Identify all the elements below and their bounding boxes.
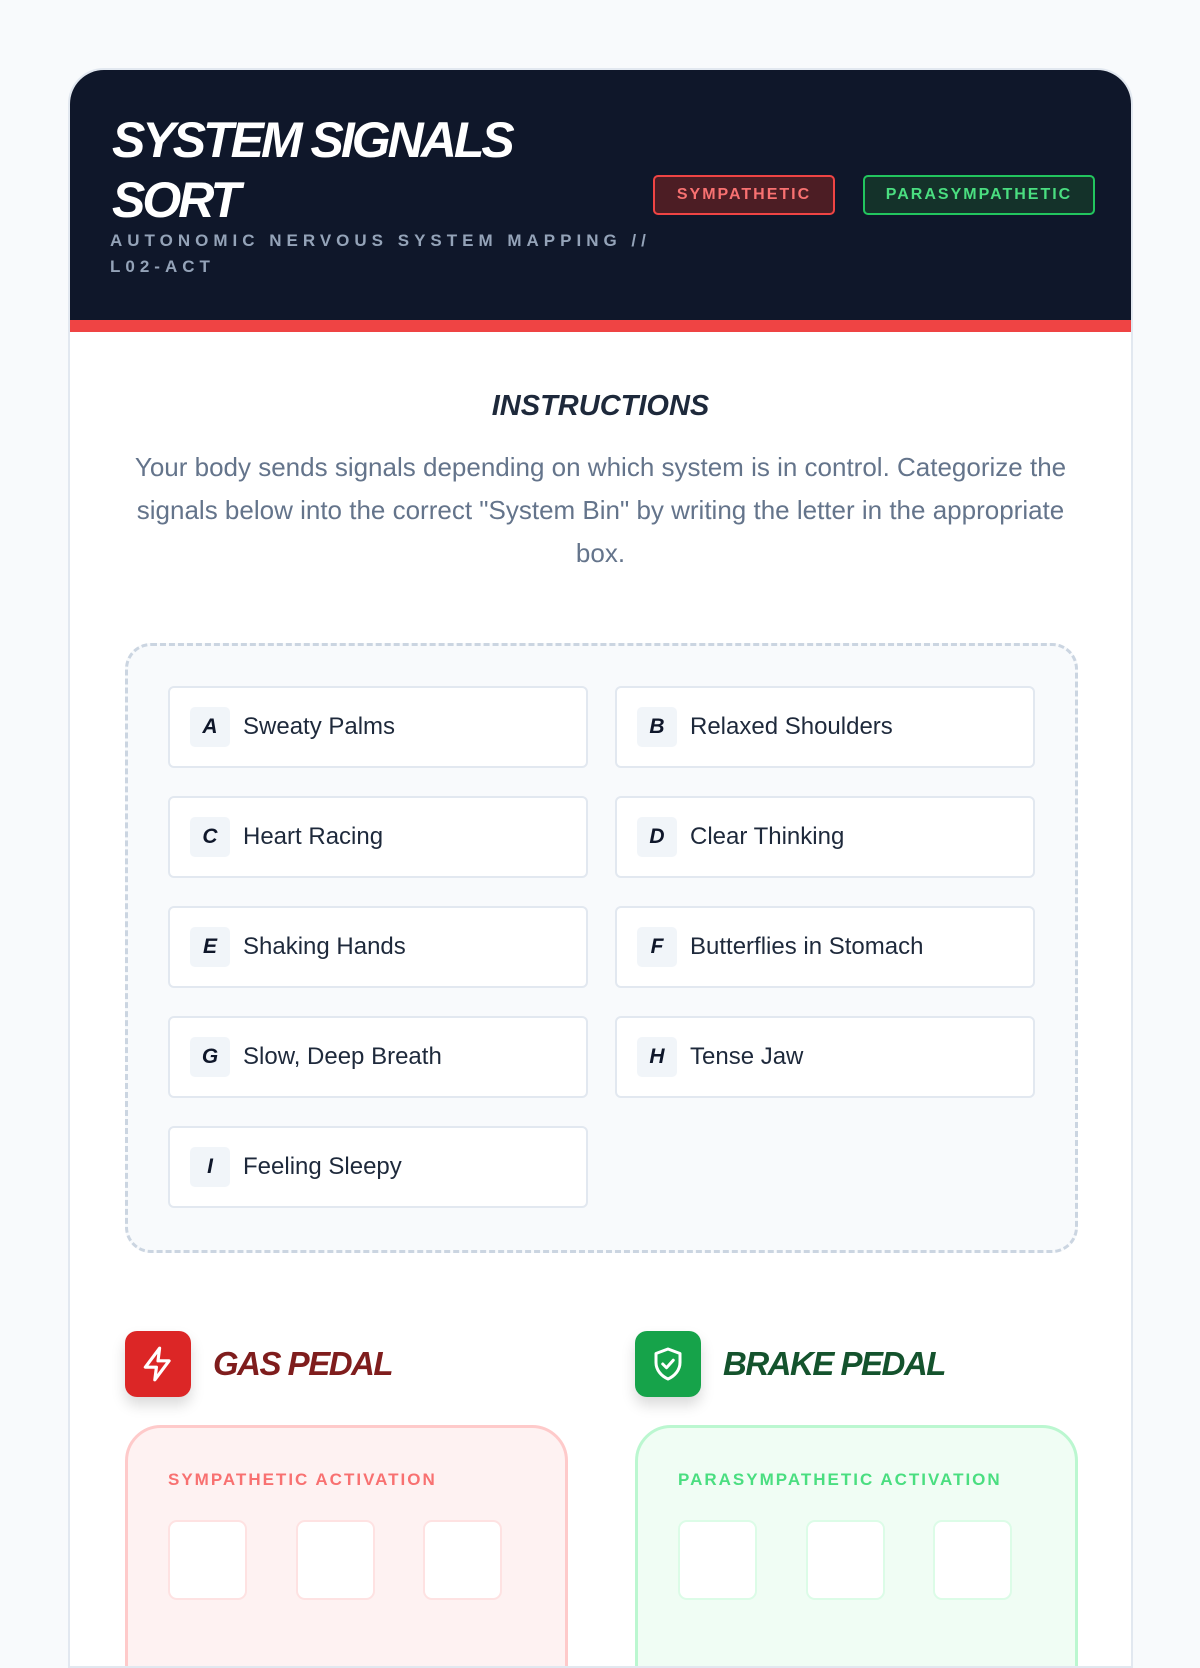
subtitle: AUTONOMIC NERVOUS SYSTEM MAPPING // L02-… [110, 231, 651, 276]
signal-letter: C [190, 817, 230, 857]
signal-label: Tense Jaw [690, 1043, 804, 1070]
page-title: SYSTEM SIGNALS SORT [112, 112, 515, 228]
signal-card[interactable]: E Shaking Hands [168, 906, 588, 988]
brake-bin-label: PARASYMPATHETIC ACTIVATION [678, 1470, 1002, 1489]
signal-label: Feeling Sleepy [243, 1153, 402, 1180]
signal-label: Relaxed Shoulders [690, 713, 893, 740]
gas-pedal-title: GAS PEDAL [213, 1345, 394, 1382]
signal-label: Butterflies in Stomach [690, 933, 924, 960]
signal-letter: A [190, 707, 230, 747]
parasympathetic-badge: PARASYMPATHETIC [863, 175, 1095, 215]
gas-pedal-header: GAS PEDAL [125, 1331, 394, 1397]
signal-letter: E [190, 927, 230, 967]
worksheet-card: SYSTEM SIGNALS SORT AUTONOMIC NERVOUS SY… [68, 68, 1133, 1668]
signal-card[interactable]: C Heart Racing [168, 796, 588, 878]
answer-box[interactable] [933, 1520, 1012, 1600]
brake-pedal-bin: PARASYMPATHETIC ACTIVATION [635, 1425, 1078, 1666]
signal-label: Heart Racing [243, 823, 384, 850]
gas-bin-label: SYMPATHETIC ACTIVATION [168, 1470, 437, 1489]
signal-letter: I [190, 1147, 230, 1187]
signal-label: Slow, Deep Breath [243, 1043, 442, 1070]
sympathetic-badge: SYMPATHETIC [653, 175, 835, 215]
signal-letter: H [637, 1037, 677, 1077]
signal-card[interactable]: H Tense Jaw [615, 1016, 1035, 1098]
gas-pedal-bin: SYMPATHETIC ACTIVATION [125, 1425, 568, 1666]
header: SYSTEM SIGNALS SORT AUTONOMIC NERVOUS SY… [70, 70, 1131, 320]
answer-box[interactable] [423, 1520, 502, 1600]
signal-letter: B [637, 707, 677, 747]
signal-card[interactable]: A Sweaty Palms [168, 686, 588, 768]
signal-card[interactable]: B Relaxed Shoulders [615, 686, 1035, 768]
shield-check-icon [635, 1331, 701, 1397]
signal-label: Shaking Hands [243, 933, 406, 960]
signal-card[interactable]: D Clear Thinking [615, 796, 1035, 878]
brake-pedal-header: BRAKE PEDAL [635, 1331, 946, 1397]
answer-box[interactable] [678, 1520, 757, 1600]
signal-letter: F [637, 927, 677, 967]
instructions-text: Your body sends signals depending on whi… [134, 452, 1067, 568]
brake-pedal-title: BRAKE PEDAL [723, 1345, 946, 1382]
signal-letter: D [637, 817, 677, 857]
lightning-icon [125, 1331, 191, 1397]
signal-card[interactable]: G Slow, Deep Breath [168, 1016, 588, 1098]
signal-label: Sweaty Palms [243, 713, 396, 740]
answer-box[interactable] [296, 1520, 375, 1600]
signal-card[interactable]: F Butterflies in Stomach [615, 906, 1035, 988]
instructions-heading: INSTRUCTIONS [491, 390, 710, 422]
accent-bar [70, 320, 1131, 332]
signal-label: Clear Thinking [690, 823, 845, 850]
answer-box[interactable] [168, 1520, 247, 1600]
answer-box[interactable] [806, 1520, 885, 1600]
signal-letter: G [190, 1037, 230, 1077]
signal-card[interactable]: I Feeling Sleepy [168, 1126, 588, 1208]
